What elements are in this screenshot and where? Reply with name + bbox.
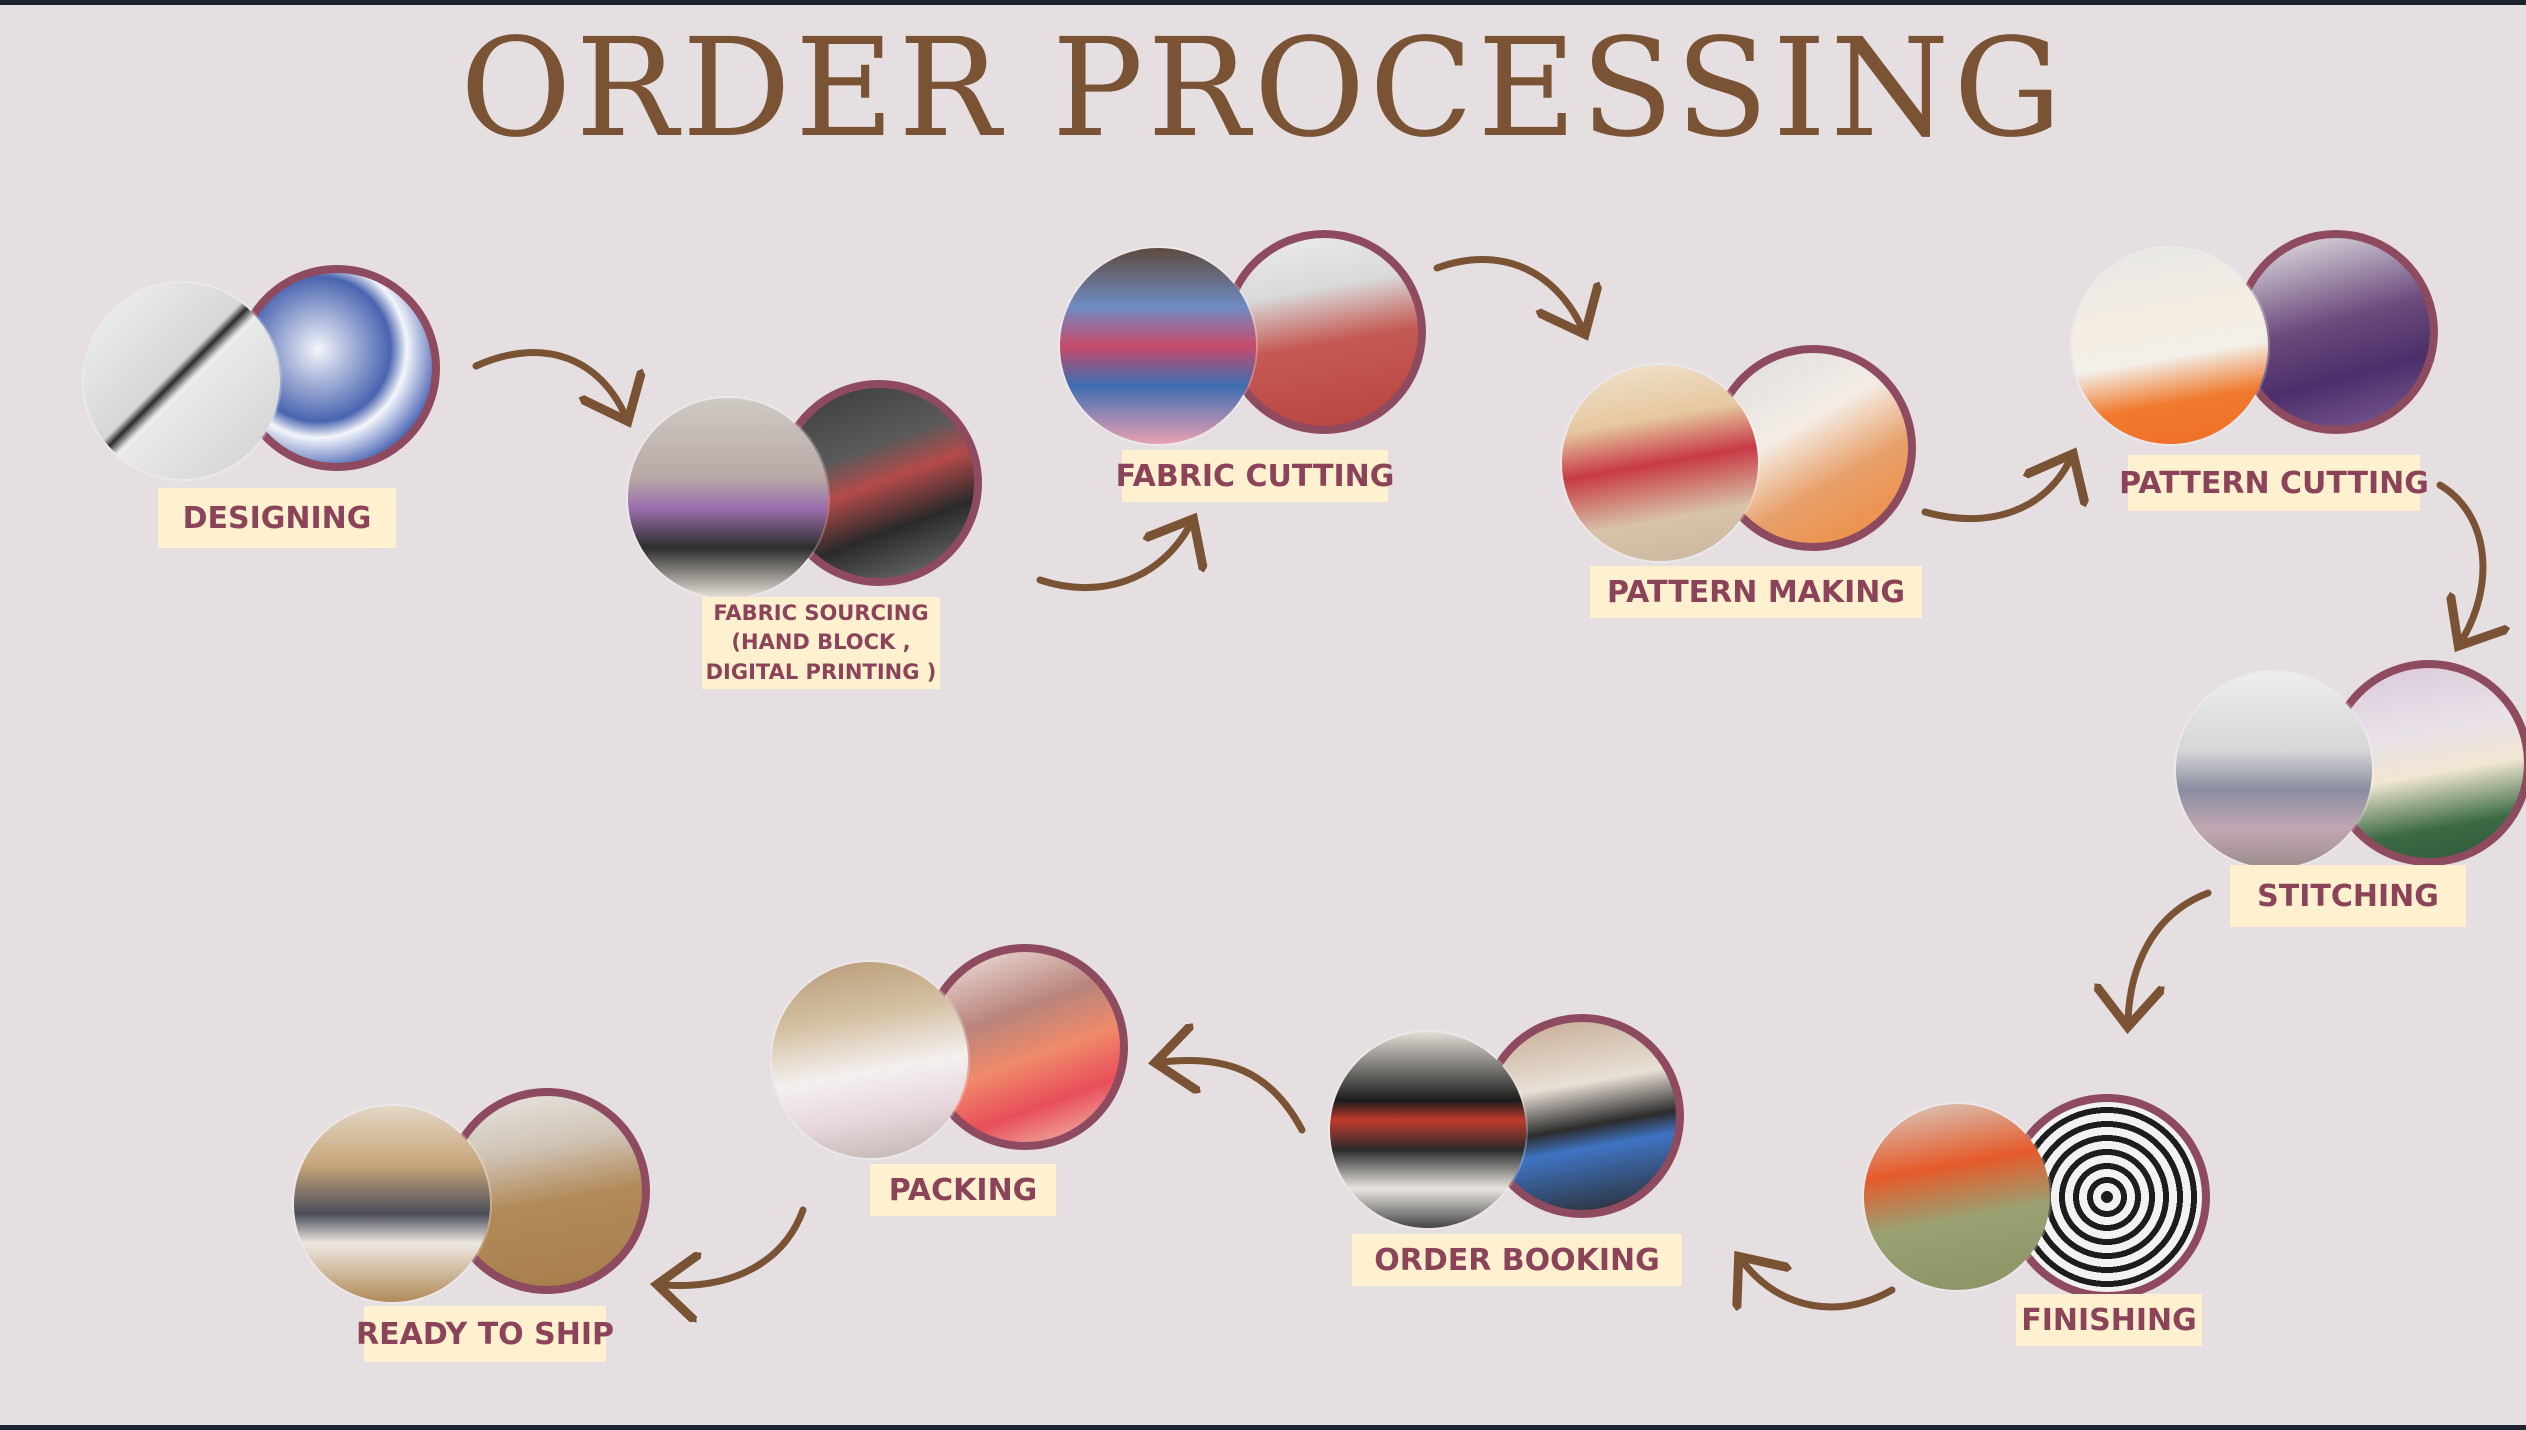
step-label-designing: DESIGNING <box>158 488 396 548</box>
pattern-making-photo <box>1562 365 1758 561</box>
fabric-cutting-photo <box>1060 248 1256 444</box>
arrow-packing-to-ready-to-ship <box>664 1206 807 1286</box>
top-border <box>0 0 2526 5</box>
packing-photo <box>772 962 968 1158</box>
arrow-sourcing-to-fabric-cutting <box>1036 525 1190 591</box>
step-label-pattern-cutting: PATTERN CUTTING <box>2119 455 2429 511</box>
pattern-cutting-photo <box>2072 248 2268 444</box>
arrow-stitching-to-finishing <box>2128 889 2212 1020</box>
step-label-stitching: STITCHING <box>2230 865 2466 927</box>
bottom-border <box>0 1425 2526 1430</box>
fabric-cutting-photo-back <box>1222 230 1426 434</box>
step-label-ready-to-ship: READY TO SHIP <box>356 1306 614 1362</box>
arrow-finishing-to-order-booking <box>1743 1262 1896 1307</box>
arrow-pattern-making-to-pattern-cutting <box>1921 460 2070 522</box>
step-label-fabric-cutting: FABRIC CUTTING <box>1116 450 1394 502</box>
step-label-finishing: FINISHING <box>2016 1294 2202 1346</box>
step-label-order-booking: ORDER BOOKING <box>1352 1234 1682 1286</box>
arrow-fabric-cutting-to-pattern-making <box>1433 256 1582 328</box>
step-label-pattern-making: PATTERN MAKING <box>1590 566 1922 618</box>
fabric-sourcing-photo <box>628 398 828 598</box>
step-label-packing: PACKING <box>870 1164 1056 1216</box>
finishing-photo <box>1864 1104 2050 1290</box>
arrow-pattern-cutting-to-stitching <box>2436 481 2483 640</box>
step-label-fabric-sourcing: FABRIC SOURCING (HAND BLOCK , DIGITAL PR… <box>702 597 940 689</box>
order-booking-photo <box>1330 1032 1526 1228</box>
stitching-photo <box>2176 672 2372 868</box>
arrow-designing-to-sourcing <box>472 349 625 415</box>
ready-to-ship-photo <box>294 1106 490 1302</box>
designing-photo <box>84 283 280 479</box>
arrow-order-booking-to-packing <box>1162 1060 1306 1134</box>
page-title: ORDER PROCESSING <box>460 10 2066 168</box>
